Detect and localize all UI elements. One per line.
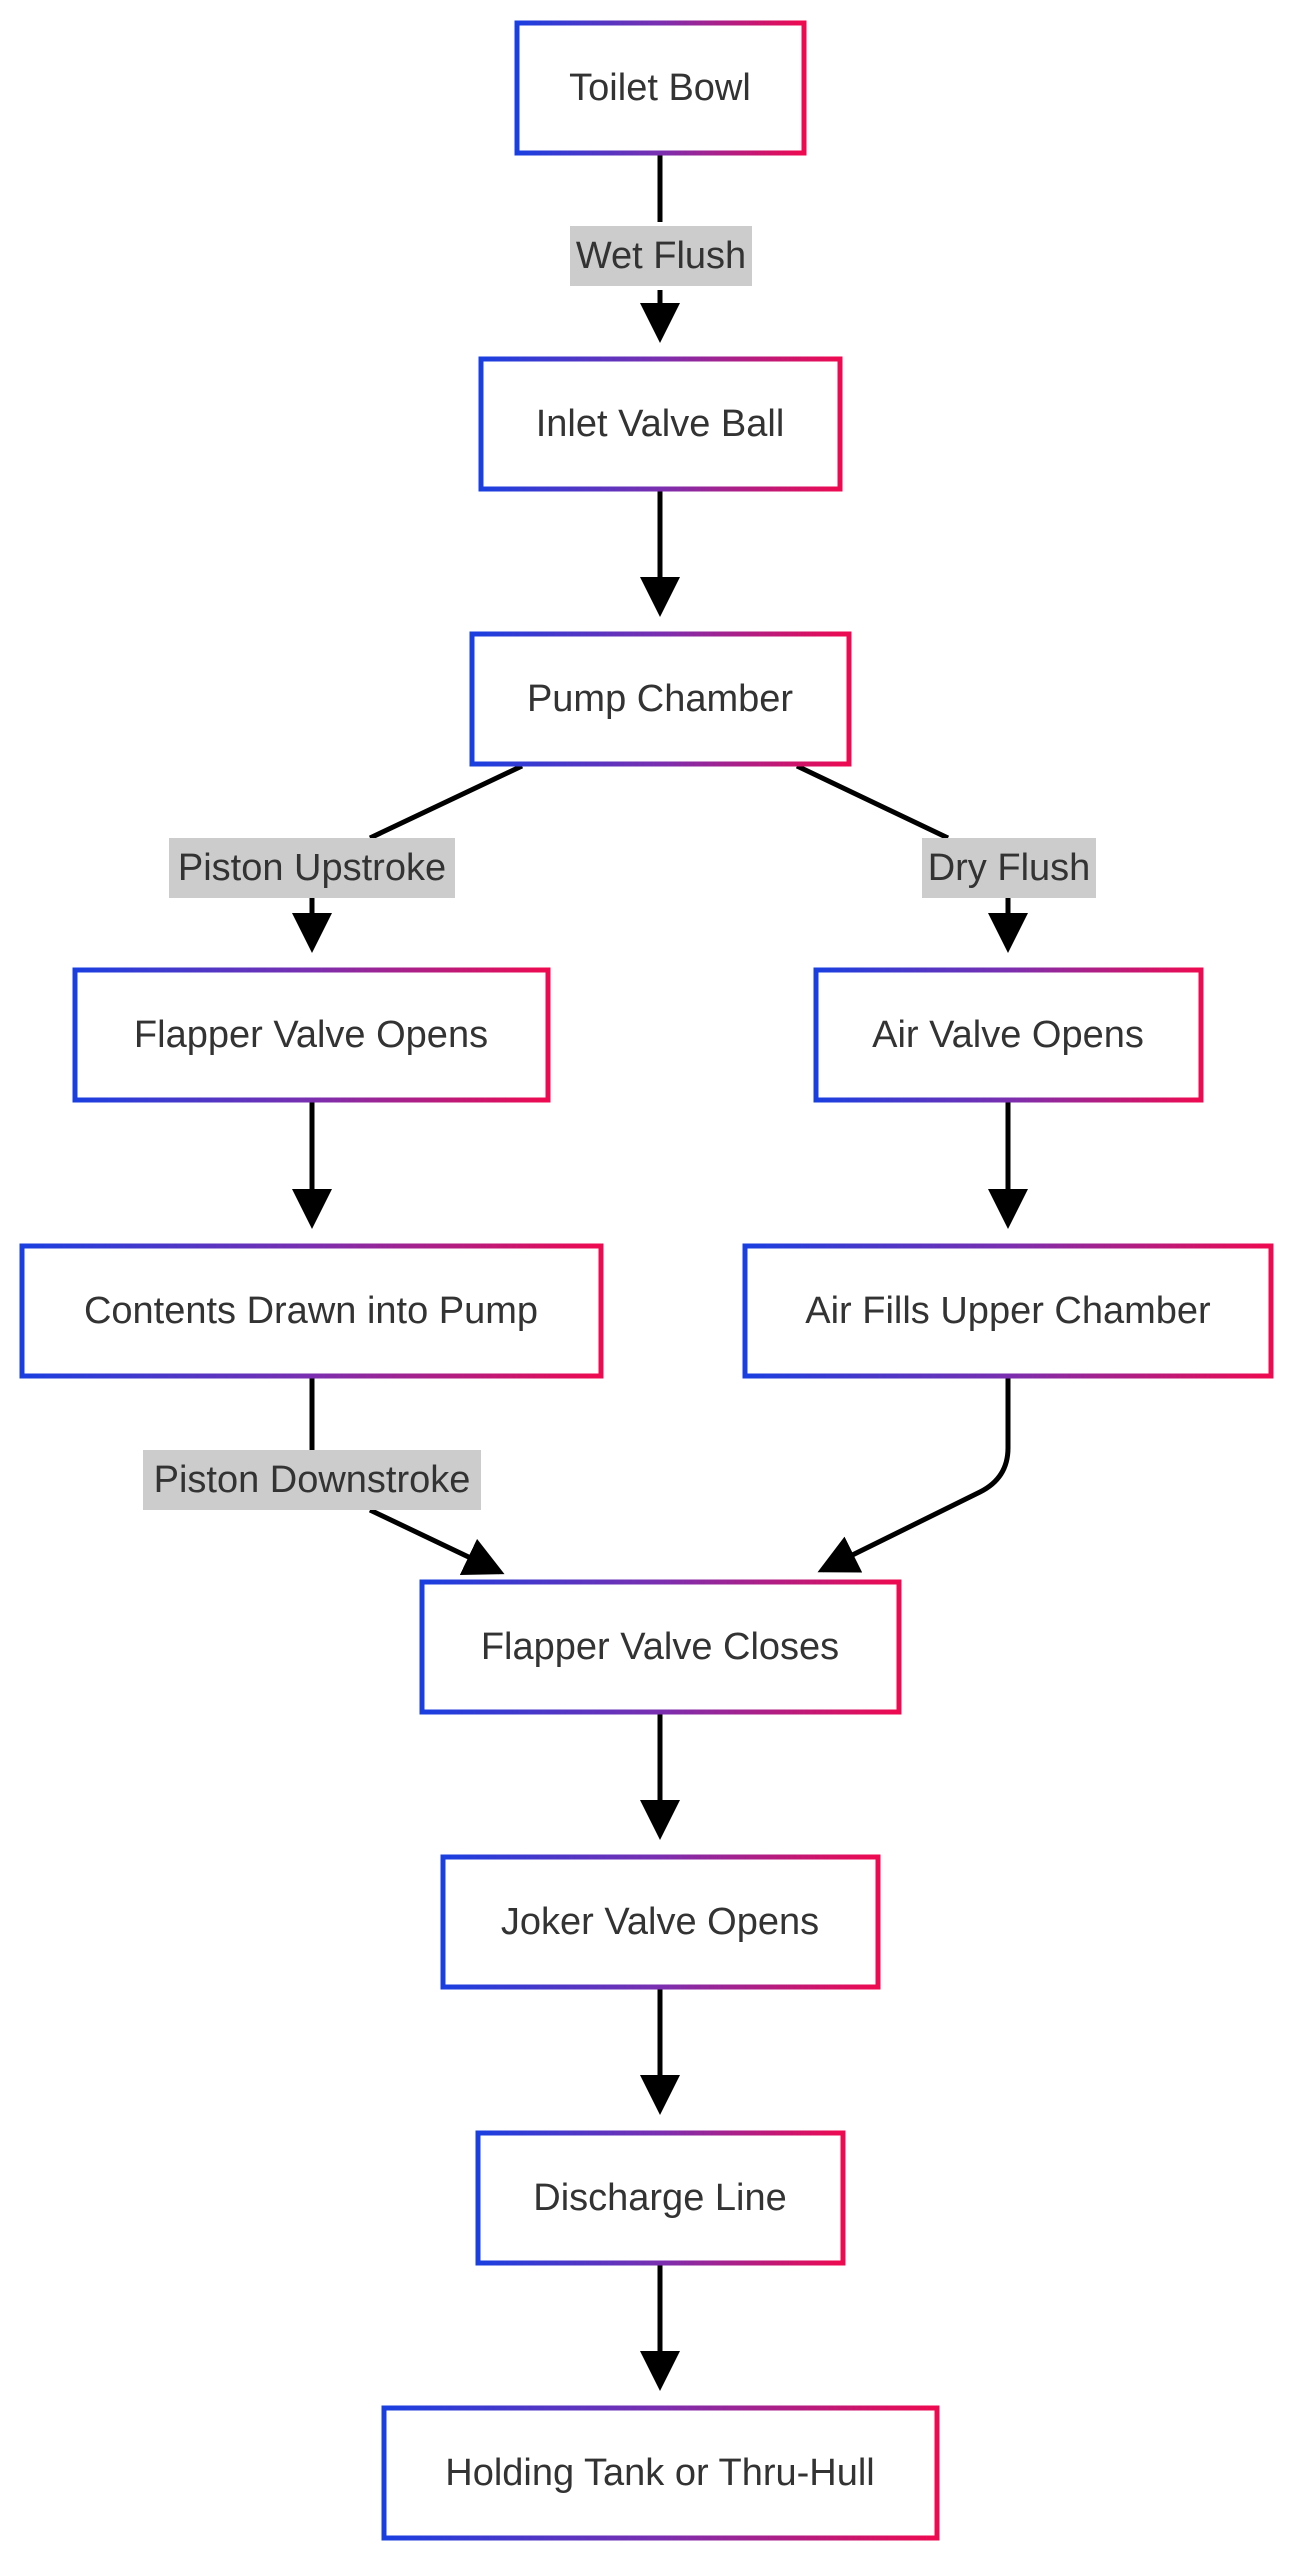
node-air-valve-opens: Air Valve Opens [813,967,1204,1103]
node-holding-tank: Holding Tank or Thru-Hull [381,2405,940,2541]
node-flapper-valve-opens: Flapper Valve Opens [72,967,551,1103]
edge-label-piston-upstroke: Piston Upstroke [169,838,455,898]
node-discharge-line: Discharge Line [475,2130,846,2266]
node-toilet-bowl: Toilet Bowl [514,20,807,156]
node-air-valve-opens-label: Air Valve Opens [872,1014,1144,1056]
edge-label-dry-flush: Dry Flush [922,838,1096,898]
edge-pump-chamber-to-flapper-opens [312,763,524,948]
node-air-fills-label: Air Fills Upper Chamber [805,1290,1211,1332]
edge-air-fills-to-flapper-closes [817,1377,1011,1573]
edge-label-wet-flush: Wet Flush [570,226,752,286]
node-inlet-valve-ball: Inlet Valve Ball [478,356,843,492]
edge-label-dry-flush-text: Dry Flush [928,847,1091,889]
node-contents-drawn: Contents Drawn into Pump [19,1243,604,1379]
node-joker-valve-opens-label: Joker Valve Opens [501,1901,819,1943]
node-flapper-valve-closes: Flapper Valve Closes [419,1579,902,1715]
edge-pump-chamber-to-air-valve-opens [795,763,1008,948]
node-discharge-line-label: Discharge Line [533,2177,786,2219]
edge-label-piston-upstroke-text: Piston Upstroke [178,847,446,889]
node-air-fills: Air Fills Upper Chamber [742,1243,1274,1379]
edge-labels: Wet Flush Piston Upstroke Dry Flush Pist… [143,226,1096,1510]
node-joker-valve-opens: Joker Valve Opens [440,1854,881,1990]
edge-label-piston-downstroke: Piston Downstroke [143,1450,481,1510]
node-toilet-bowl-label: Toilet Bowl [569,67,751,109]
node-pump-chamber-label: Pump Chamber [527,678,793,720]
edge-label-wet-flush-text: Wet Flush [576,235,746,277]
edges [309,152,1011,2391]
edge-contents-drawn-to-flapper-closes [309,1377,500,1572]
edge-label-piston-downstroke-text: Piston Downstroke [154,1459,471,1501]
node-inlet-valve-ball-label: Inlet Valve Ball [536,403,785,445]
node-flapper-valve-opens-label: Flapper Valve Opens [134,1014,488,1056]
nodes: Toilet Bowl Inlet Valve Ball Pump Chambe… [19,20,1274,2541]
node-holding-tank-label: Holding Tank or Thru-Hull [445,2452,874,2494]
node-flapper-valve-closes-label: Flapper Valve Closes [481,1626,839,1668]
node-contents-drawn-label: Contents Drawn into Pump [84,1290,538,1332]
node-pump-chamber: Pump Chamber [469,631,852,767]
